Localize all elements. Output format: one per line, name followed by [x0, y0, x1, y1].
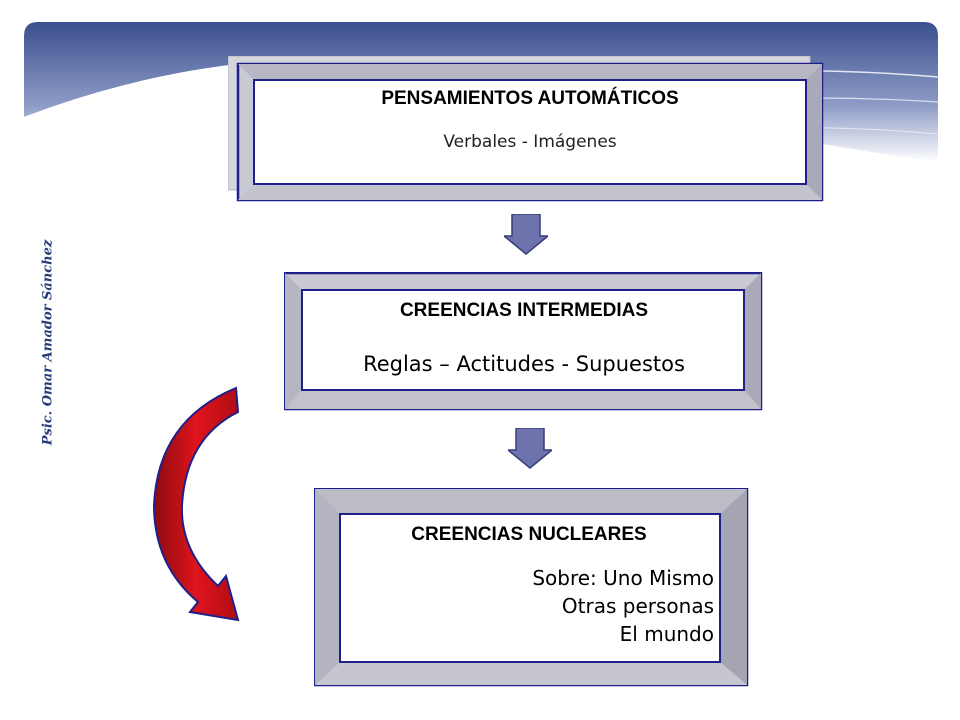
box-line: Sobre: Uno Mismo — [532, 566, 714, 590]
box-frame — [314, 488, 749, 687]
box-line: El mundo — [619, 622, 714, 646]
box-creencias-nucleares: CREENCIAS NUCLEARES Sobre: Uno Mismo Otr… — [314, 488, 750, 688]
box-line: Otras personas — [561, 594, 714, 618]
box-title: CREENCIAS NUCLEARES — [411, 524, 647, 545]
box-subtitle: Verbales - Imágenes — [443, 132, 617, 152]
box-frame — [228, 56, 824, 202]
curved-arrow-icon — [152, 386, 240, 622]
down-arrow-icon — [504, 214, 548, 255]
box-title: PENSAMIENTOS AUTOMÁTICOS — [381, 88, 679, 109]
box-title: CREENCIAS INTERMEDIAS — [399, 300, 649, 321]
box-pensamientos-automaticos: PENSAMIENTOS AUTOMÁTICOS Verbales - Imág… — [228, 56, 824, 202]
author-credit: Psic. Omar Amador Sánchez — [40, 239, 56, 446]
box-subtitle: Reglas – Actitudes - Supuestos — [363, 352, 685, 376]
box-frame — [284, 272, 763, 411]
box-creencias-intermedias: CREENCIAS INTERMEDIAS Reglas – Actitudes… — [284, 272, 764, 412]
down-arrow-icon — [508, 428, 552, 469]
